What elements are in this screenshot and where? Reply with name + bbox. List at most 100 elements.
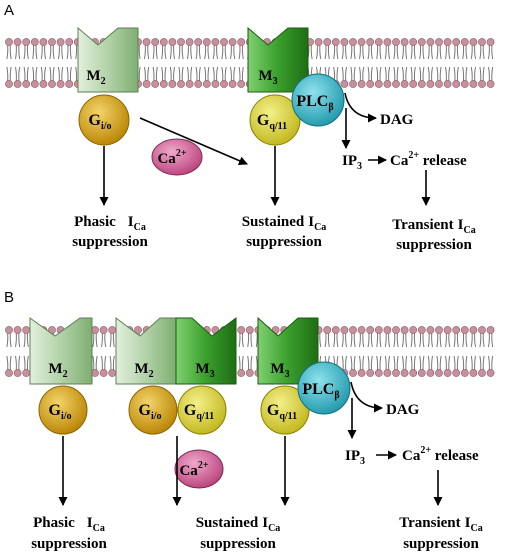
m3-receptor-b2 (257, 316, 319, 385)
phasic-outcome-line2: suppression (72, 234, 148, 250)
lipid-head (486, 80, 495, 88)
lipid-head (22, 38, 31, 46)
lipid-head (366, 38, 375, 46)
lipid-head (400, 38, 409, 46)
lipid-head (383, 326, 392, 334)
lipid-head (314, 38, 323, 46)
plc-beta (291, 73, 345, 127)
lipid-head (357, 369, 366, 377)
lipid-head (366, 80, 375, 88)
gio-protein-b1 (38, 385, 88, 435)
lipid-head (417, 326, 426, 334)
gq11-label-b1: Gq/11 (184, 402, 214, 422)
lipid-head (340, 326, 349, 334)
gq11-protein (249, 94, 301, 146)
lipid-head (486, 369, 495, 377)
lipid-head (177, 38, 185, 46)
lipid-head (5, 80, 13, 88)
lipid-head (39, 38, 48, 46)
lipid-head (142, 80, 151, 88)
lipid-head (177, 80, 185, 88)
lipid-head (323, 326, 332, 334)
lipid-head (409, 38, 418, 46)
lipid-head (409, 80, 418, 88)
lipid-head (228, 80, 237, 88)
lipid-head (220, 80, 228, 88)
lipid-head (383, 369, 392, 377)
lipid-head (13, 326, 22, 334)
lipid-head (400, 369, 409, 377)
lipid-head (108, 326, 117, 334)
lipid-head (460, 80, 469, 88)
lipid-head (349, 326, 357, 334)
lipid-head (56, 80, 65, 88)
gq11-protein-b2 (260, 385, 310, 435)
lipid-head (469, 38, 478, 46)
calcium-label: Ca2+ (157, 148, 186, 167)
lipid-head (159, 80, 168, 88)
lipid-head (194, 38, 203, 46)
panel-b-letter: B (4, 289, 14, 306)
m2-label-b1: M2 (48, 361, 67, 380)
gio-protein-b2 (128, 385, 178, 435)
m3-label-b2: M3 (270, 361, 289, 380)
lipid-head (357, 80, 366, 88)
lipid-head (13, 38, 22, 46)
lipid-head (349, 369, 357, 377)
lipid-head (340, 38, 349, 46)
lipid-head (168, 80, 177, 88)
lipid-head (237, 80, 246, 88)
lipid-head (469, 326, 478, 334)
lipid-head (65, 38, 74, 46)
lipid-head (228, 38, 237, 46)
panel-a-letter: A (4, 2, 14, 19)
lipid-head (13, 80, 22, 88)
lipid-head (211, 38, 220, 46)
lipid-head (469, 80, 478, 88)
lipid-head (22, 369, 31, 377)
lipid-head (245, 326, 254, 334)
lipid-head (417, 369, 426, 377)
lipid-head (99, 326, 108, 334)
lipid-head (443, 326, 452, 334)
m3-label: M3 (258, 68, 277, 87)
lipid-head (435, 369, 443, 377)
lipid-head (426, 369, 435, 377)
lipid-head (357, 38, 366, 46)
gq11-label: Gq/11 (257, 112, 287, 132)
lipid-head (323, 38, 332, 46)
lipid-head (426, 38, 435, 46)
lipid-head (220, 38, 228, 46)
lipid-head (349, 80, 357, 88)
lipid-head (366, 369, 375, 377)
lipid-head (478, 80, 486, 88)
lipid-head (400, 326, 409, 334)
lipid-head (5, 369, 13, 377)
lipid-head (185, 80, 194, 88)
lipid-head (452, 369, 461, 377)
lipid-head (392, 38, 400, 46)
lipid-head (357, 326, 366, 334)
lipid-head (478, 326, 486, 334)
lipid-head (331, 38, 340, 46)
m2-label-b2: M2 (134, 361, 153, 380)
arrow-gio-sustained (139, 117, 248, 165)
lipid-head (435, 80, 443, 88)
lipid-head (443, 369, 452, 377)
lipid-head (392, 369, 400, 377)
lipid-head (30, 80, 39, 88)
lipid-head (478, 369, 486, 377)
lipid-head (443, 38, 452, 46)
m2-receptor (77, 26, 139, 93)
lipid-head (211, 80, 220, 88)
m3-receptor (247, 26, 309, 93)
lipid-head (486, 326, 495, 334)
lipid-head (374, 326, 383, 334)
lipid-head (374, 369, 383, 377)
lipid-head (48, 38, 56, 46)
sustained-outcome-line2: suppression (246, 234, 322, 250)
